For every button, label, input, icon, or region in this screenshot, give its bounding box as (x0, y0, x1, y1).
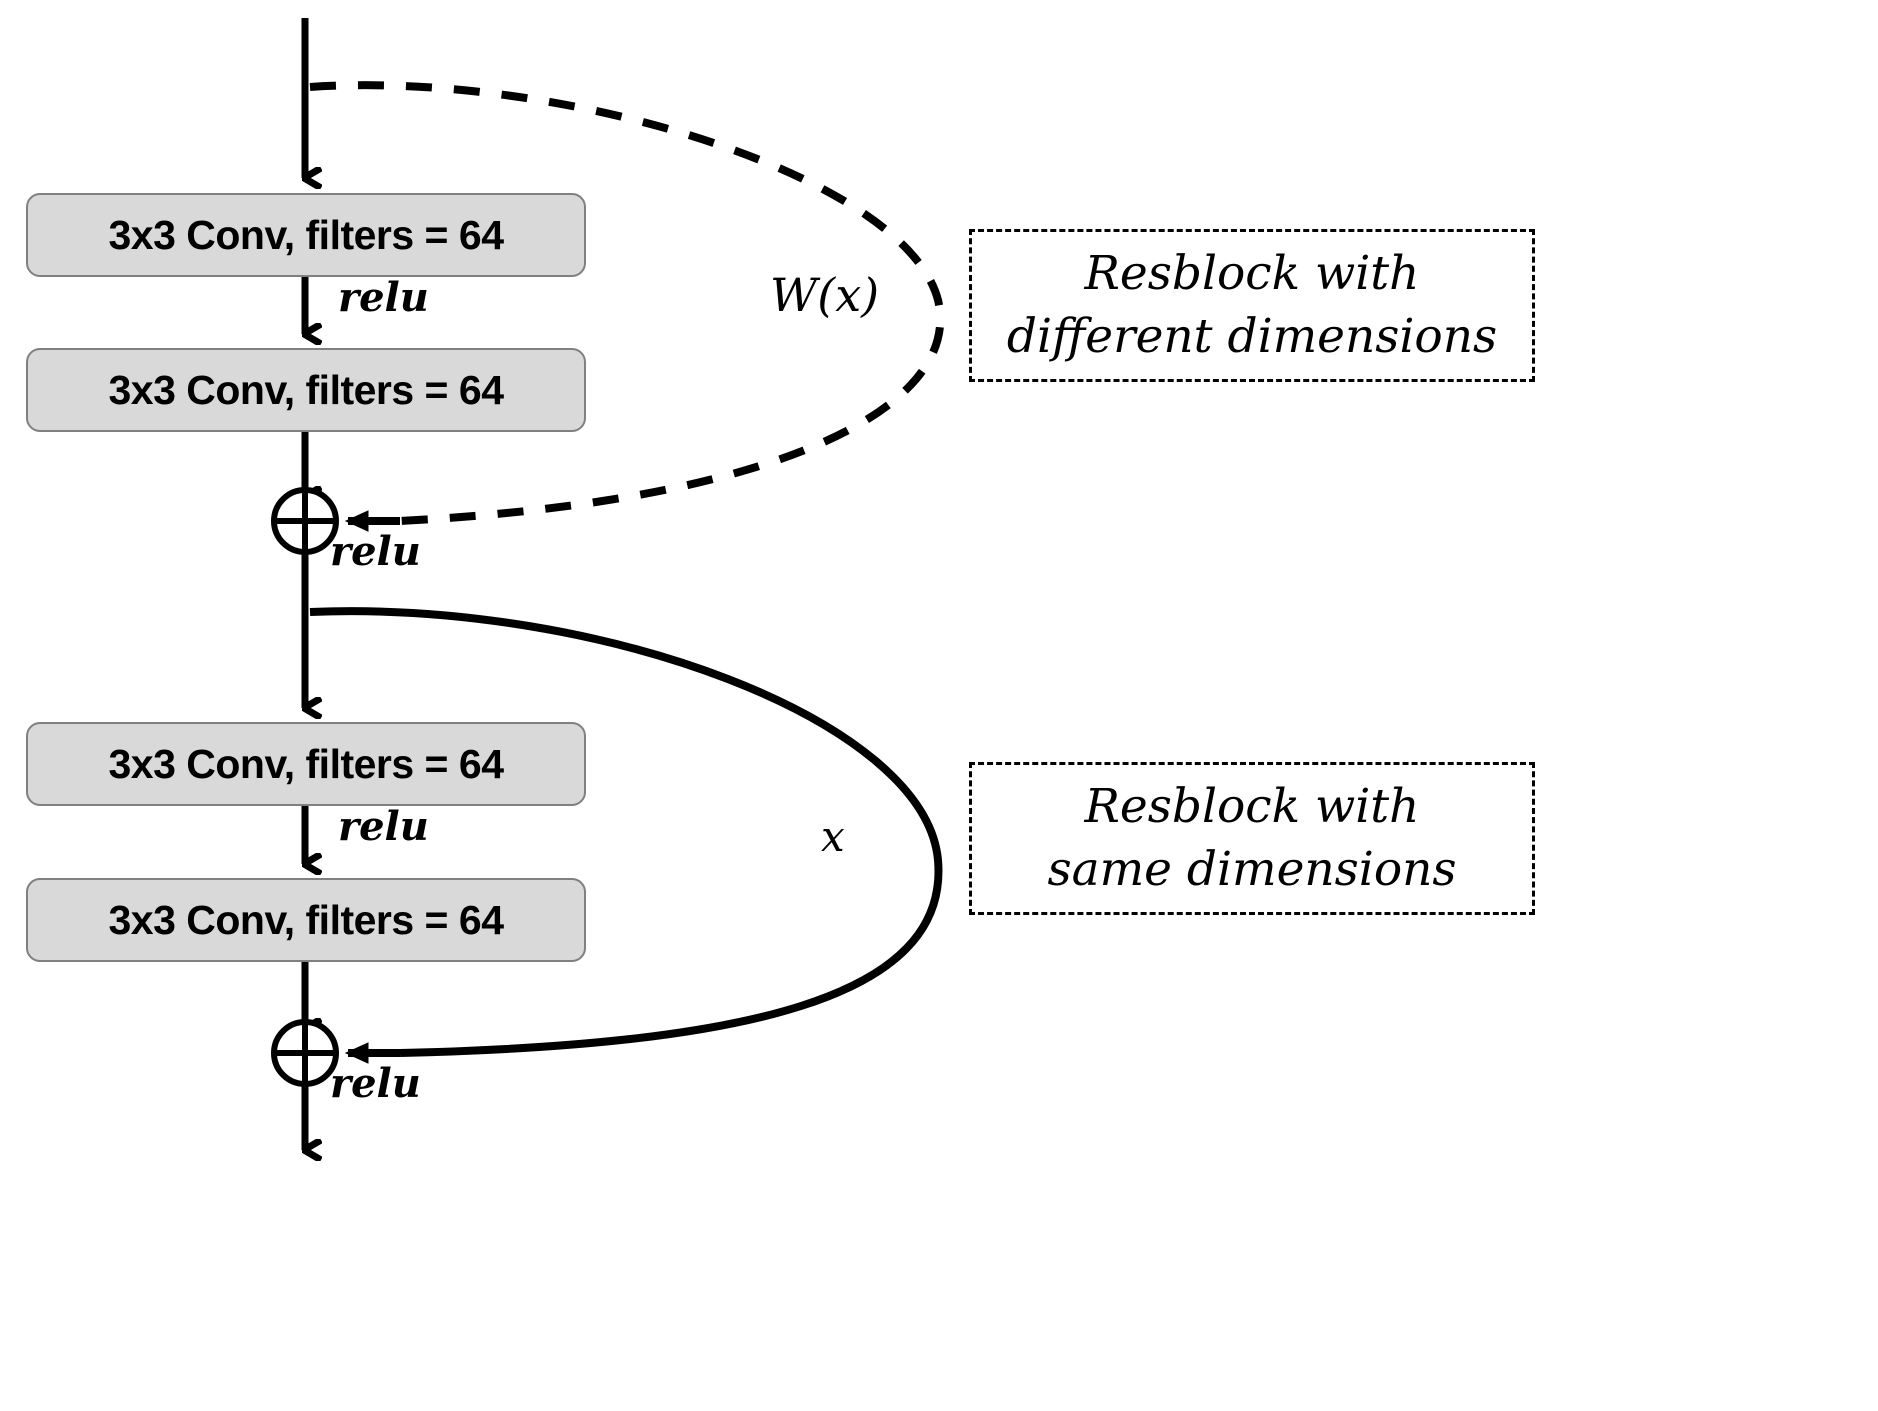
add-node-2 (271, 1019, 339, 1087)
legend-different-line-2: different dimensions (1006, 308, 1498, 364)
skip-label-projection: W(x) (770, 268, 880, 322)
conv-block-4[interactable]: 3x3 Conv, filters = 64 (26, 878, 586, 962)
relu-label-1: relu (338, 274, 429, 321)
conv-block-4-label: 3x3 Conv, filters = 64 (108, 896, 504, 943)
conv-block-3[interactable]: 3x3 Conv, filters = 64 (26, 722, 586, 806)
legend-resblock-different-dimensions: Resblock with different dimensions (969, 229, 1535, 382)
relu-label-2: relu (330, 528, 421, 575)
add-node-1 (271, 487, 339, 555)
legend-same-line-1: Resblock with (1084, 779, 1420, 835)
skip-connection-identity (309, 607, 943, 1064)
conv-block-1[interactable]: 3x3 Conv, filters = 64 (26, 193, 586, 277)
relu-label-4: relu (330, 1060, 421, 1107)
conv-block-2-label: 3x3 Conv, filters = 64 (108, 366, 504, 413)
legend-same-line-2: same dimensions (1047, 841, 1457, 897)
legend-different-line-1: Resblock with (1084, 246, 1420, 302)
legend-resblock-same-dimensions: Resblock with same dimensions (969, 762, 1535, 915)
relu-label-3: relu (338, 803, 429, 850)
conv-block-3-label: 3x3 Conv, filters = 64 (108, 740, 504, 787)
conv-block-2[interactable]: 3x3 Conv, filters = 64 (26, 348, 586, 432)
skip-label-identity: x (821, 812, 845, 861)
conv-block-1-label: 3x3 Conv, filters = 64 (108, 211, 504, 258)
skip-connection-projection (309, 81, 945, 532)
